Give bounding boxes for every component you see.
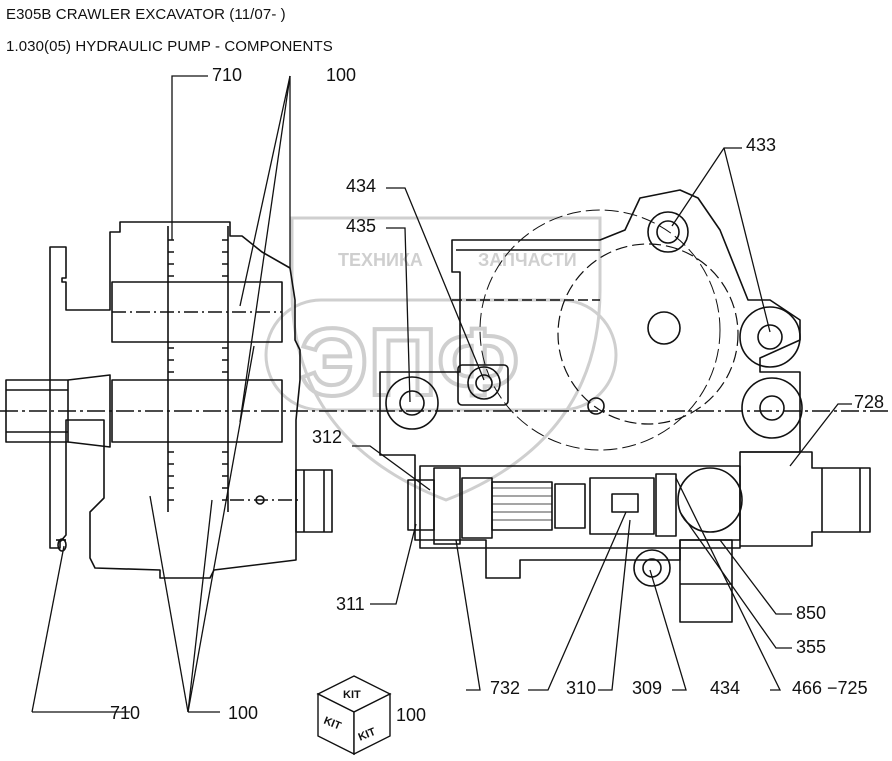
right-fitting xyxy=(740,451,871,547)
callout-435: 435 xyxy=(346,216,377,236)
callout-355: 355 xyxy=(796,637,827,657)
regulator-block xyxy=(407,465,743,549)
kit-label-top: KIT xyxy=(343,689,361,701)
bolt-433-top xyxy=(647,211,689,253)
leader-lines xyxy=(31,75,852,713)
callout-434-top: 434 xyxy=(346,176,377,196)
watermark-line2: ЗАПЧАСТИ xyxy=(478,250,577,270)
diagram-subtitle: 1.030(05) HYDRAULIC PUMP - COMPONENTS xyxy=(6,38,333,55)
gear-housing xyxy=(49,221,301,579)
callout-850: 850 xyxy=(796,603,827,623)
callout-732: 732 xyxy=(490,678,521,698)
pump-body xyxy=(379,189,801,579)
lower-port xyxy=(255,469,333,533)
callout-433: 433 xyxy=(746,135,777,155)
bolt-right xyxy=(741,377,803,439)
lower-housing xyxy=(679,539,733,623)
callout-466-725: 466 −725 xyxy=(792,678,868,698)
callout-728: 728 xyxy=(854,392,885,412)
callout-309: 309 xyxy=(632,678,663,698)
callout-710-bottom: 710 xyxy=(110,703,141,723)
diagram-title: E305B CRAWLER EXCAVATOR (11/07- ) xyxy=(6,6,286,23)
callout-100-bottom: 100 xyxy=(228,703,259,723)
bolt-433-right xyxy=(739,306,801,368)
callout-310: 310 xyxy=(566,678,597,698)
bolt-434-bottom xyxy=(633,549,671,587)
callout-311: 311 xyxy=(336,594,365,614)
watermark-line1: ТЕХНИКА xyxy=(338,250,423,270)
bolt-435 xyxy=(385,376,439,430)
watermark xyxy=(264,216,618,502)
bolt-434 xyxy=(467,366,501,400)
callout-100-top: 100 xyxy=(326,65,357,85)
callout-434-bottom: 434 xyxy=(710,678,741,698)
callout-710-top: 710 xyxy=(212,65,243,85)
callout-312: 312 xyxy=(312,427,343,447)
callout-100-kit: 100 xyxy=(396,705,427,725)
kit-cube-icon xyxy=(316,675,392,756)
